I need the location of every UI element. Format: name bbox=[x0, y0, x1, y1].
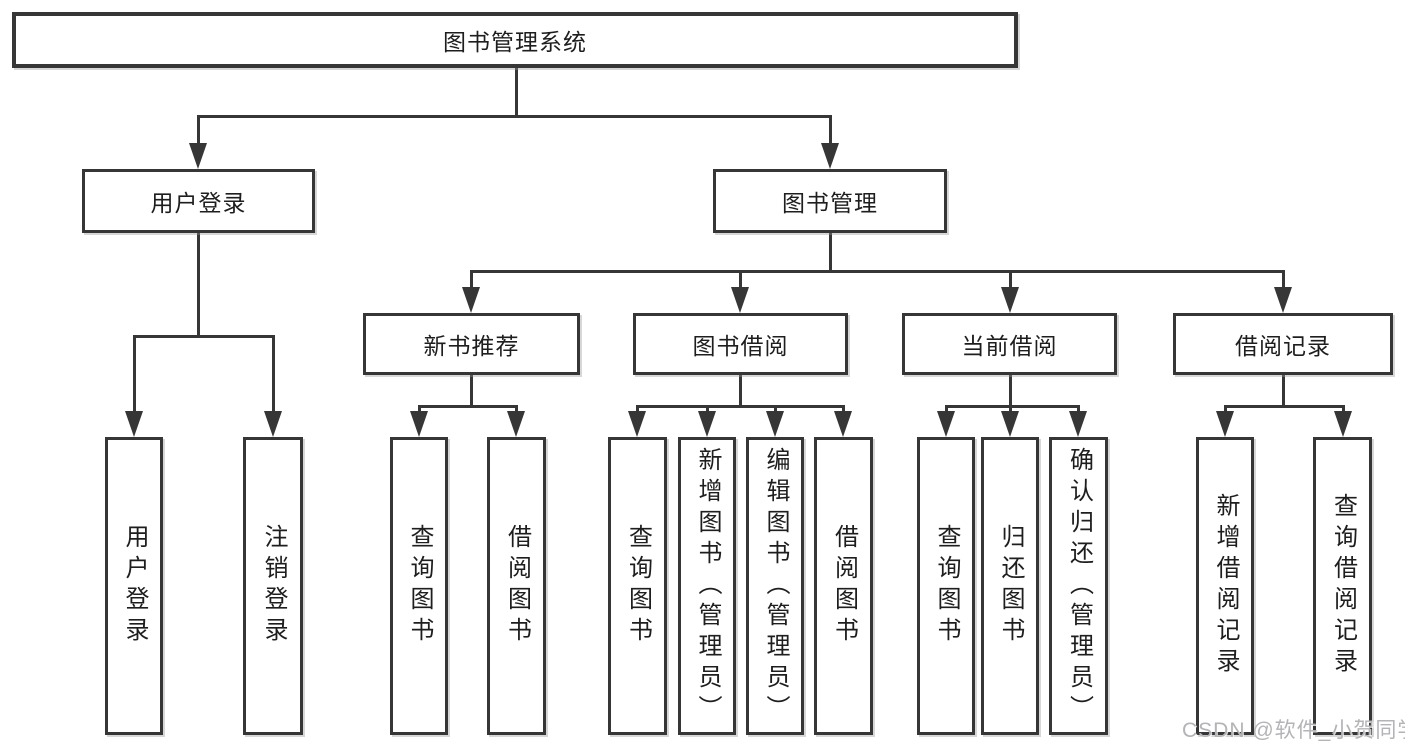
watermark: CSDN @软件_小贺同学 bbox=[1182, 719, 1405, 742]
node-label: 归还图书 bbox=[997, 524, 1024, 648]
arrowhead-icon bbox=[1334, 411, 1352, 437]
edge-bookmgmt-stem bbox=[828, 233, 832, 273]
arrowhead-icon bbox=[1274, 287, 1292, 313]
node-leaf-query-books-1: 查询图书 bbox=[390, 437, 448, 735]
node-leaf-confirm-return-admin: 确认归还（管理员） bbox=[1049, 437, 1108, 735]
edge-to-user-login bbox=[196, 115, 200, 145]
edge-root-stem bbox=[514, 68, 518, 118]
edge-to-book-borrow bbox=[738, 270, 742, 289]
edge-leaf-drop bbox=[635, 405, 639, 413]
node-label: 新书推荐 bbox=[423, 333, 520, 359]
arrowhead-icon bbox=[834, 411, 852, 437]
node-leaf-user-login: 用户登录 bbox=[105, 437, 163, 735]
edge-newbooks-stem bbox=[469, 375, 473, 408]
edge-leaf-drop bbox=[1341, 405, 1345, 413]
edge-bookborrow-rail bbox=[635, 405, 845, 408]
node-leaf-borrow-books-2: 借阅图书 bbox=[814, 437, 873, 735]
edge-leaf-drop bbox=[514, 405, 518, 413]
edge-to-leaf-logout bbox=[271, 335, 275, 413]
node-label: 借阅图书 bbox=[503, 524, 531, 648]
node-book-management-branch: 图书管理 bbox=[713, 169, 947, 233]
node-label: 查询图书 bbox=[624, 524, 652, 648]
edge-to-current-borrow bbox=[1008, 270, 1012, 289]
node-new-book-recommend: 新书推荐 bbox=[363, 313, 580, 375]
arrowhead-icon bbox=[264, 411, 282, 437]
node-label: 当前借阅 bbox=[961, 333, 1058, 359]
node-leaf-query-books-2: 查询图书 bbox=[608, 437, 667, 735]
arrowhead-icon bbox=[507, 411, 525, 437]
node-label: 图书管理系统 bbox=[443, 29, 587, 55]
edge-leaf-drop bbox=[705, 405, 709, 413]
arrowhead-icon bbox=[125, 411, 143, 437]
node-borrowing-records: 借阅记录 bbox=[1173, 313, 1393, 375]
arrowhead-icon bbox=[698, 411, 716, 437]
edge-currentborrow-rail bbox=[944, 405, 1080, 408]
node-library-system: 图书管理系统 bbox=[12, 12, 1018, 68]
edge-leaf-drop bbox=[1076, 405, 1080, 413]
arrowhead-icon bbox=[937, 411, 955, 437]
edge-leaf-drop bbox=[841, 405, 845, 413]
arrowhead-icon bbox=[731, 287, 749, 313]
node-leaf-borrow-books-1: 借阅图书 bbox=[487, 437, 546, 735]
node-label: 查询图书 bbox=[406, 524, 433, 648]
edge-to-leaf-login bbox=[132, 335, 136, 413]
node-label: 确认归还（管理员） bbox=[1065, 446, 1093, 726]
edge-records-stem bbox=[1281, 375, 1285, 408]
edge-leaf-drop bbox=[773, 405, 777, 413]
node-label: 编辑图书（管理员） bbox=[762, 446, 789, 726]
arrowhead-icon bbox=[1069, 411, 1087, 437]
node-current-borrowing: 当前借阅 bbox=[902, 313, 1117, 375]
node-label: 借阅记录 bbox=[1235, 333, 1331, 359]
node-label: 图书借阅 bbox=[692, 333, 789, 359]
arrowhead-icon bbox=[189, 143, 207, 169]
edge-leaf-drop bbox=[417, 405, 421, 413]
edge-leaf-drop bbox=[944, 405, 948, 413]
edge-to-borrow-records bbox=[1281, 270, 1285, 289]
node-label: 新增图书（管理员） bbox=[694, 446, 721, 726]
edge-leaf-drop bbox=[1008, 405, 1012, 413]
edge-userlogin-stem bbox=[196, 233, 200, 338]
node-leaf-logout: 注销登录 bbox=[243, 437, 303, 735]
node-label: 用户登录 bbox=[121, 524, 148, 648]
edge-to-new-books bbox=[469, 270, 473, 289]
arrowhead-icon bbox=[1216, 411, 1234, 437]
edge-newbooks-rail bbox=[417, 405, 518, 408]
arrowhead-icon bbox=[821, 143, 839, 169]
node-user-login-branch: 用户登录 bbox=[82, 169, 315, 233]
node-label: 新增借阅记录 bbox=[1212, 493, 1239, 679]
edge-leaf-drop bbox=[1223, 405, 1227, 413]
edge-root-rail bbox=[196, 115, 832, 118]
arrowhead-icon bbox=[1001, 411, 1019, 437]
node-label: 查询借阅记录 bbox=[1329, 493, 1357, 679]
node-label: 用户登录 bbox=[150, 190, 247, 216]
node-leaf-query-borrow-record: 查询借阅记录 bbox=[1313, 437, 1372, 735]
arrowhead-icon bbox=[410, 411, 428, 437]
node-leaf-return-books: 归还图书 bbox=[981, 437, 1039, 735]
arrowhead-icon bbox=[628, 411, 646, 437]
edge-to-book-mgmt bbox=[828, 115, 832, 145]
edge-bookmgmt-rail bbox=[469, 270, 1284, 273]
node-leaf-add-books-admin: 新增图书（管理员） bbox=[678, 437, 736, 735]
node-leaf-edit-books-admin: 编辑图书（管理员） bbox=[746, 437, 804, 735]
node-leaf-add-borrow-record: 新增借阅记录 bbox=[1196, 437, 1254, 735]
arrowhead-icon bbox=[766, 411, 784, 437]
node-label: 注销登录 bbox=[260, 524, 287, 648]
node-leaf-query-books-3: 查询图书 bbox=[917, 437, 975, 735]
edge-records-rail bbox=[1223, 405, 1345, 408]
node-book-borrowing: 图书借阅 bbox=[633, 313, 848, 375]
node-label: 借阅图书 bbox=[830, 524, 858, 648]
node-label: 查询图书 bbox=[933, 524, 960, 648]
arrowhead-icon bbox=[462, 287, 480, 313]
edge-currentborrow-stem bbox=[1008, 375, 1012, 408]
edge-userlogin-rail bbox=[132, 335, 275, 338]
edge-bookborrow-stem bbox=[738, 375, 742, 408]
arrowhead-icon bbox=[1001, 287, 1019, 313]
node-label: 图书管理 bbox=[782, 190, 878, 216]
